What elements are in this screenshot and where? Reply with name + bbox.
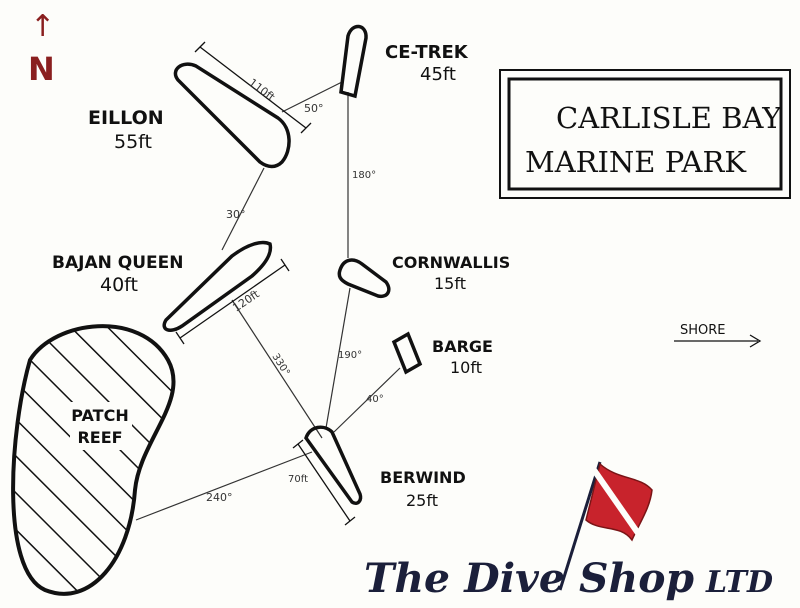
wreck-ce-trek [339,24,368,99]
wreck-berwind [304,425,363,506]
wreck-eillon-name: EILLON [88,107,164,129]
shore-arrow-icon [749,334,762,348]
bearing-lines [135,81,401,521]
line-berwind-barge [333,367,401,433]
wreck-bajan-queen-depth: 40ft [100,274,138,296]
bearing-bajan-queen-berwind: 330° [269,352,291,378]
wreck-bajan-queen-name: BAJAN QUEEN [52,253,183,273]
line-eillon-ce-trek [281,81,343,113]
patch-reef-label-1: PATCH [71,406,128,425]
logo-text: The Dive Shop [364,555,694,602]
logo-suffix: LTD [705,565,773,600]
flag-pole [558,461,602,591]
line-eillon-bajan-queen [221,167,265,251]
wrecks [162,24,423,506]
title-line-1: CARLISLE BAY [556,101,782,135]
wreck-cornwallis-depth: 15ft [434,274,466,293]
line-berwind-cornwallis [325,287,351,429]
north-arrow-icon: ↑ [30,9,55,44]
bearing-berwind-barge: 40° [366,394,384,405]
patch-reef-label-2: REEF [77,428,122,447]
wreck-berwind-depth: 25ft [406,491,438,510]
bearing-berwind-patch-reef: 240° [206,491,233,504]
wreck-barge [391,331,423,375]
wreck-barge-name: BARGE [432,337,493,356]
bearing-ce-trek-cornwallis: 180° [352,170,376,181]
wreck-bajan-queen [162,240,273,332]
north-label: N [28,50,55,88]
title-box-outer [499,69,791,199]
bearing-eillon-ce-trek: 50° [304,102,324,115]
wreck-cornwallis-name: CORNWALLIS [392,253,510,272]
dive-flag-stripe [591,468,643,538]
length-berwind: 70ft [288,474,308,485]
wreck-eillon-depth: 55ft [114,131,152,153]
patch-reef-shape [11,324,176,596]
line-berwind-patch-reef [135,451,313,521]
line-bajan-queen-berwind [231,299,323,439]
bearing-berwind-cornwallis: 190° [338,350,362,361]
length-markers [175,41,356,526]
title-box-inner [507,77,783,191]
shore-label: SHORE [680,323,726,338]
wreck-barge-depth: 10ft [450,358,482,377]
wreck-eillon [173,62,291,169]
wreck-ce-trek-depth: 45ft [420,64,456,85]
wreck-cornwallis [337,258,391,299]
patch-reef-label-bg [70,402,132,450]
title-line-2: MARINE PARK [525,145,747,179]
wreck-ce-trek-name: CE-TREK [385,42,469,63]
wreck-berwind-name: BERWIND [380,468,466,487]
bearing-eillon-bajan-queen: 30° [226,208,246,221]
